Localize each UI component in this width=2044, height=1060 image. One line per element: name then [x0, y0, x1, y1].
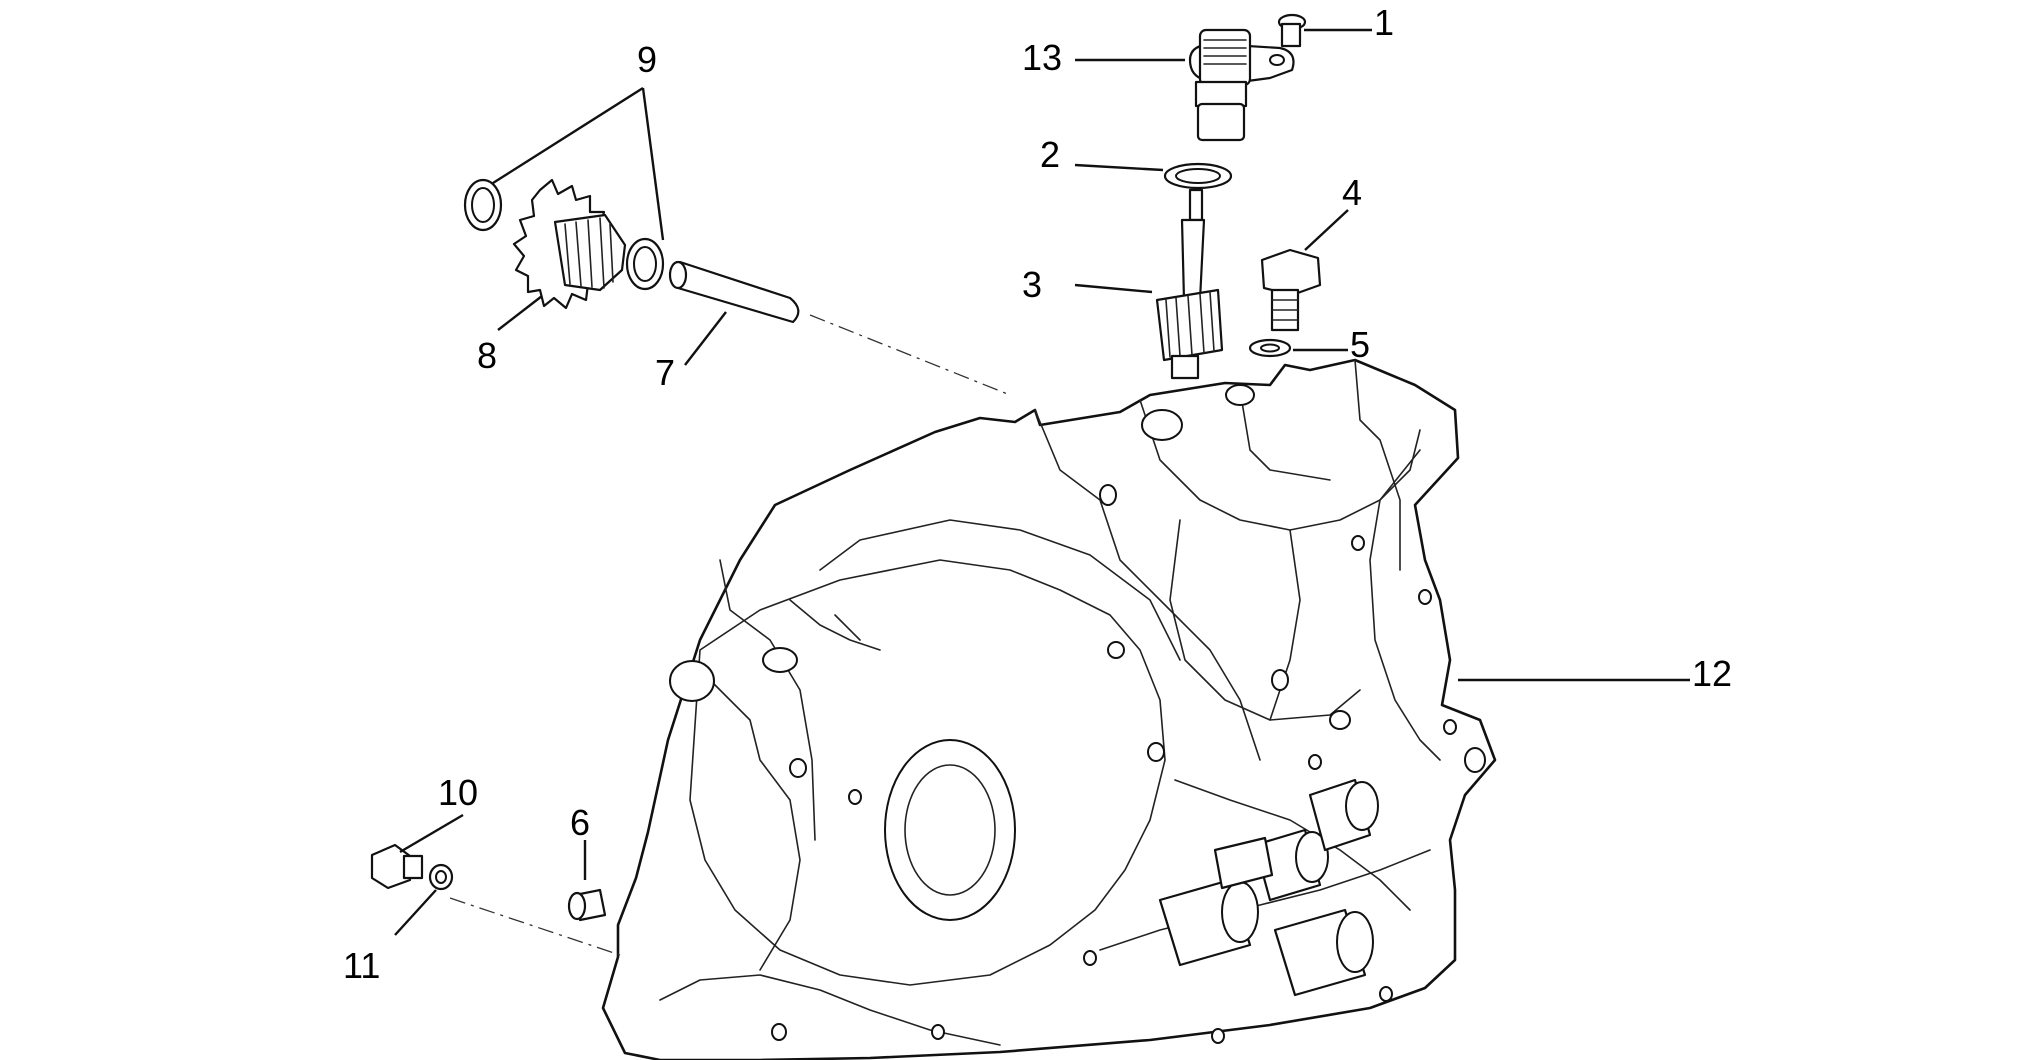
part-10-drain-bolt [370, 843, 424, 890]
callout-9: 9 [637, 39, 657, 80]
part-7-pin [668, 260, 800, 324]
part-8-sprocket-gear [512, 178, 627, 310]
crankcase-half [601, 358, 1497, 1060]
part-6-dowel [567, 888, 607, 922]
callout-12: 12 [1692, 653, 1732, 694]
part-4-bolt [1260, 248, 1322, 332]
callout-2: 2 [1040, 134, 1060, 175]
part-5-washer [1248, 338, 1292, 358]
callout-4: 4 [1342, 172, 1362, 213]
callout-5: 5 [1350, 324, 1370, 365]
callout-6: 6 [570, 802, 590, 843]
callout-10: 10 [438, 772, 478, 813]
part-9-shim-right [625, 237, 665, 291]
part-13-drive-housing [1188, 28, 1295, 142]
axis-line-pin [809, 314, 1011, 396]
part-11-washer [428, 863, 454, 891]
callout-7: 7 [655, 352, 675, 393]
part-1-screw [1277, 13, 1307, 48]
part-2-o-ring [1163, 162, 1233, 190]
leader-lines [394, 28, 1690, 936]
callout-11: 11 [343, 945, 380, 986]
callout-3: 3 [1022, 264, 1042, 305]
callout-1: 1 [1374, 2, 1394, 43]
part-9-shim-left [463, 178, 503, 232]
callout-8: 8 [477, 335, 497, 376]
callout-13: 13 [1022, 37, 1062, 78]
part-3-drive-gear-shaft [1155, 188, 1224, 380]
